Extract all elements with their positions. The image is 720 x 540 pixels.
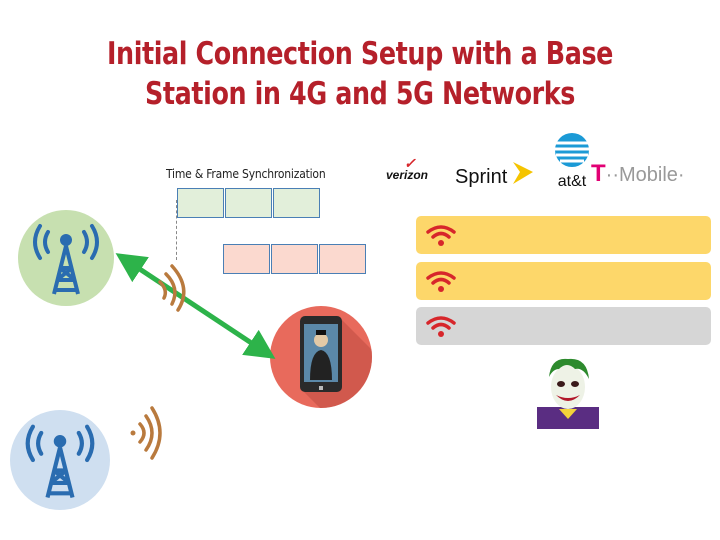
radio-waves-icon <box>131 408 161 458</box>
connection-arrow <box>126 260 265 352</box>
